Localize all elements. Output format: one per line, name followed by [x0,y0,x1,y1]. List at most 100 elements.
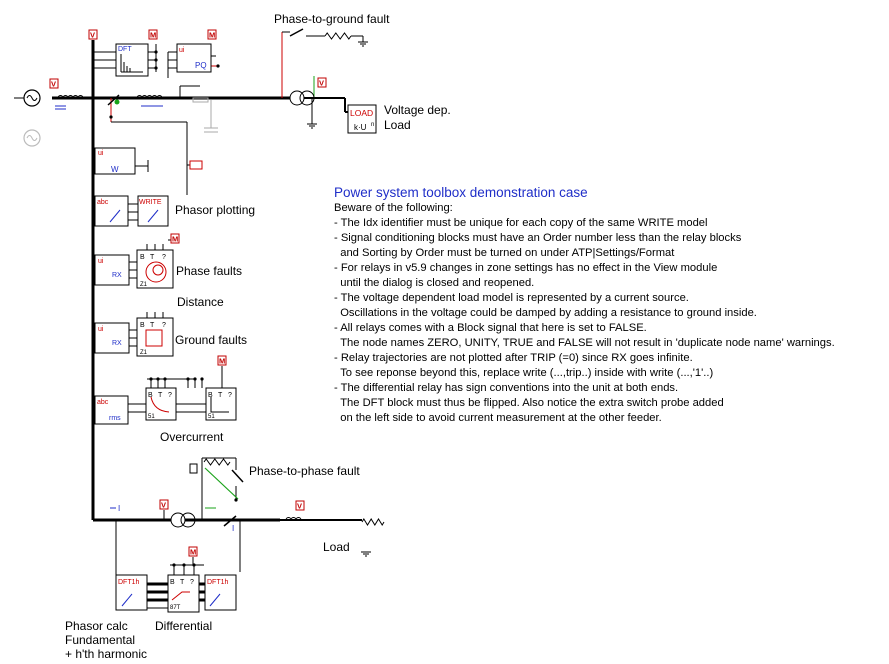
probe-box [49,78,59,89]
measure-probe-pq[interactable]: M [207,29,217,40]
block-label: 51 [208,414,215,420]
breaker-switch-lower[interactable] [223,515,237,527]
probe-box [159,499,169,510]
label-differential: Differential [155,619,213,633]
block-label: ? [168,392,172,399]
phase-fault-resistor [203,458,231,466]
switch-probe[interactable] [114,99,120,105]
block-label: ui [98,326,104,333]
voltage-probe-bus[interactable]: V [88,29,98,40]
block-label: RX [112,340,122,347]
probe-box [148,29,158,40]
label-distance: Distance [177,295,224,309]
power-w-block[interactable]: uiW [94,147,136,175]
phase-fault-link [204,467,239,500]
measure-probe-overcurrent[interactable]: M [217,355,227,366]
block-label: n [371,122,374,128]
block-label: DFT [118,46,132,53]
block-label: Z1 [140,282,148,288]
probe-box [295,500,305,511]
note-line: - For relays in v5.9 changes in zone set… [334,262,718,274]
junction-dot [154,50,158,54]
transformer-top[interactable] [289,90,315,106]
notes-lines: Beware of the following: - The Idx identi… [334,201,886,426]
block-label: B [140,254,145,261]
block-label: T [218,392,223,399]
mho-circle [152,264,164,276]
block-label: 51 [148,414,155,420]
note-line: - The voltage dependent load model is re… [334,292,689,304]
note-line: Beware of the following: [334,202,453,214]
block-label: rms [109,415,121,422]
probe-output [189,160,203,170]
junction-dot [234,498,238,502]
junction-dot [193,377,197,381]
block-label: ? [162,322,166,329]
block-label: PQ [195,61,207,70]
fault-switch-ground[interactable] [289,28,304,37]
label-phasor-plotting: Phasor plotting [175,203,256,217]
phasor-abc-block[interactable]: abc [94,195,129,227]
label-fundamental: Fundamental [65,633,136,647]
junction-dot [149,377,153,381]
probe-box [217,355,227,366]
block-label: RX [112,272,122,279]
transformer-lower[interactable] [170,512,196,528]
sine-icon [26,95,38,101]
dft1h-block-left[interactable]: DFT1h [115,574,148,611]
junction-dot [109,115,113,119]
voltage-probe-source[interactable]: V [49,78,59,89]
write-block[interactable]: WRITE [137,195,169,227]
probe-letter: V [161,501,166,510]
dft1h-block-right[interactable]: DFT1h [204,574,237,611]
label-phase-to-ground-fault: Phase-to-ground fault [274,12,390,26]
voltage-probe-feeder[interactable]: V [295,500,305,511]
block-body [167,574,200,613]
probe-letter: V [319,79,324,88]
label-phase-to-phase-fault: Phase-to-phase fault [249,464,360,478]
junction-dot [182,563,186,567]
definite-time-curve [210,397,229,413]
spectrum-icon [120,54,143,73]
junction-dot [216,64,220,68]
probe-letter: M [172,235,178,244]
label-ground-faults: Ground faults [175,333,248,347]
fault-switch-phase[interactable] [231,469,244,483]
probe-box [188,546,198,557]
note-line: - The Idx identifier must be unique for … [334,217,708,229]
block-body [176,43,212,73]
label-voltage-load: Load [384,118,411,132]
block-body [94,254,130,286]
block-body [145,387,177,421]
voltage-probe-lower[interactable]: V [159,499,169,510]
measure-probe-differential[interactable]: M [188,546,198,557]
voltage-probe-load[interactable]: V [317,77,327,88]
notes-title: Power system toolbox demonstration case [334,185,588,200]
fault-resistor [324,32,352,40]
probe-box [207,29,217,40]
measure-probe-dft[interactable]: M [148,29,158,40]
block-body [204,574,237,611]
block-label: LOAD [350,108,373,118]
probe-box [88,29,98,40]
junction-dot [163,377,167,381]
block-label: ? [190,579,194,586]
block-label: abc [97,199,109,206]
transformer-winding [299,90,315,106]
generator-source-aux[interactable] [23,129,41,147]
probe-letter: V [51,80,56,89]
junction-dot [154,58,158,62]
voltage-dependent-load[interactable]: LOAD k·U n [347,104,377,134]
generator-source-main[interactable] [23,89,41,107]
block-label: k·U [354,123,367,132]
block-label: ? [162,254,166,261]
breaker-switch[interactable] [107,94,120,106]
measure-probe-distance[interactable]: M [170,233,180,244]
